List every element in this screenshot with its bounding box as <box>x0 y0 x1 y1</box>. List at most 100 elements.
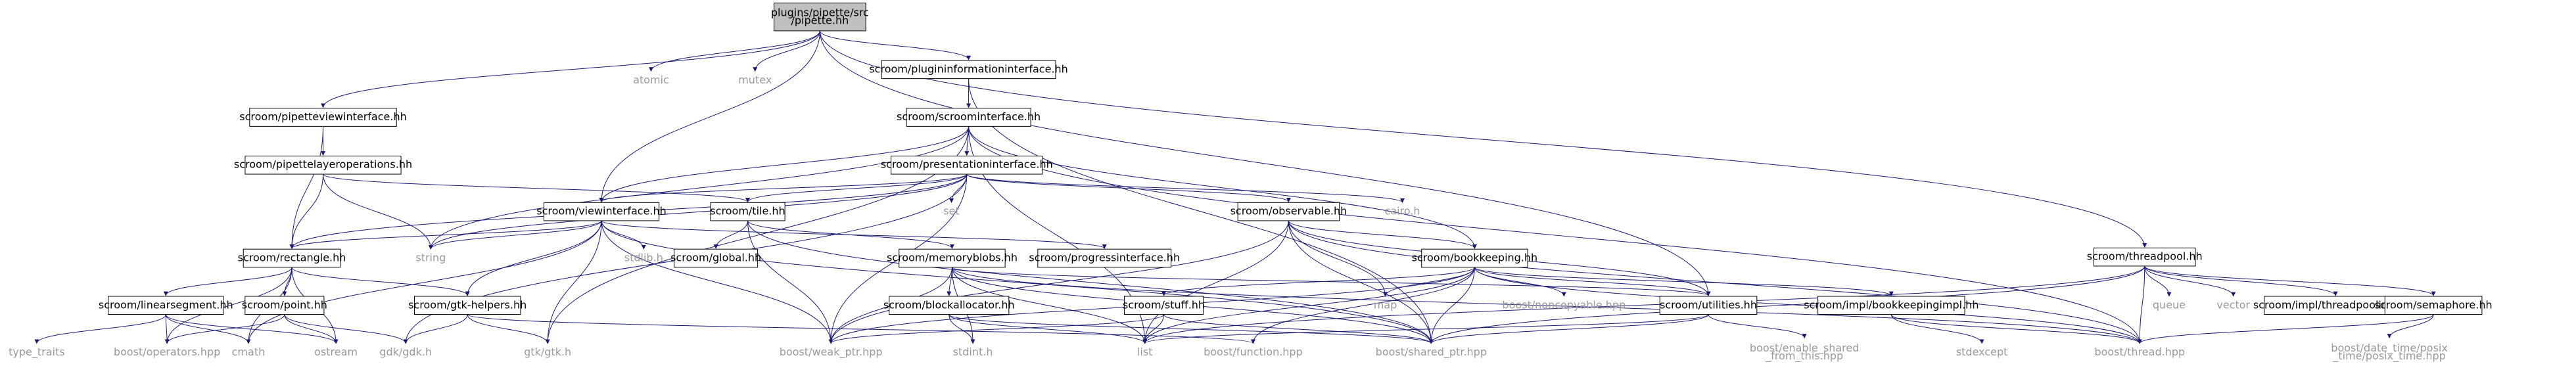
graph-node-boostthread: boost/thread.hpp <box>2094 346 2185 358</box>
edge-viewinterface-to-rectangle <box>289 220 602 249</box>
node-label: scroom/bookkeeping.hh <box>1412 251 1538 263</box>
node-box <box>1237 202 1340 221</box>
graph-node-bookkeeping[interactable]: scroom/bookkeeping.hh <box>1412 248 1538 268</box>
node-label: list <box>1137 346 1153 358</box>
graph-node-noncopyable: boost/noncopyable.hpp <box>1502 298 1626 311</box>
graph-node-plugininfo[interactable]: scroom/plugininformationinterface.hh <box>869 60 1068 80</box>
node-label: stdexcept <box>1956 346 2008 358</box>
graph-node-threadpool[interactable]: scroom/threadpool.hh <box>2087 247 2203 267</box>
node-box <box>243 248 341 268</box>
graph-node-set: set <box>943 205 959 217</box>
graph-node-enableshared: boost/enable_shared_from_this.hpp <box>1750 342 1859 363</box>
graph-node-stdlib: stdlib.h <box>624 251 663 263</box>
node-label: stdint.h <box>953 346 993 358</box>
edge-bookkeeping-to-sharedptr <box>1428 267 1475 344</box>
edge-bookkeeping-to-boostthread <box>1474 267 2142 344</box>
graph-node-tile[interactable]: scroom/tile.hh <box>710 202 785 221</box>
graph-node-viewinterface[interactable]: scroom/viewinterface.hh <box>536 202 667 221</box>
edge-pipetteview-to-rectangle <box>289 126 324 249</box>
node-box <box>674 248 759 268</box>
edge-presentation-to-cairo <box>966 173 1405 203</box>
graph-node-semaphore[interactable]: scroom/semaphore.hh <box>2375 296 2493 315</box>
graph-node-map: map <box>1374 298 1397 311</box>
node-label: boost/enable_shared <box>1750 342 1859 355</box>
node-label: gtk/gtk.h <box>524 346 571 358</box>
edge-point-to-ostream <box>284 314 339 344</box>
node-box <box>543 202 660 221</box>
edge-bookkeeping-to-bookkeepingimpl <box>1474 267 1894 296</box>
edge-threadpool-to-semaphore <box>2144 265 2436 296</box>
edge-tile-to-weakptr <box>747 220 833 344</box>
graph-node-pipette[interactable]: plugins/pipette/src/pipette.hh <box>771 3 869 32</box>
edge-bookkeepingimpl-to-boostthread <box>1890 314 2142 344</box>
graph-node-bookkeepingimpl[interactable]: scroom/impl/bookkeepingimpl.hh <box>1804 296 1979 315</box>
node-label: boost/shared_ptr.hpp <box>1376 346 1487 359</box>
node-box <box>249 108 397 127</box>
graph-node-global[interactable]: scroom/global.hh <box>670 248 761 268</box>
node-label: boost/noncopyable.hpp <box>1502 298 1626 311</box>
graph-node-observable[interactable]: scroom/observable.hh <box>1230 202 1347 221</box>
graph-node-posixtime: boost/date_time/posix_time/posix_time.hp… <box>2331 342 2448 363</box>
edge-pipette-to-viewinterface <box>599 30 820 203</box>
edge-tile-to-memoryblobs <box>747 220 954 249</box>
node-box <box>1123 296 1204 315</box>
graph-node-gtkhelpers[interactable]: scroom/gtk-helpers.hh <box>408 296 527 315</box>
edge-threadpool-to-queue <box>2144 265 2172 297</box>
edge-utilities-to-sharedptr <box>1428 314 1709 344</box>
node-label: scroom/observable.hh <box>1230 205 1347 217</box>
graph-node-blockallocator[interactable]: scroom/blockallocator.hh <box>883 296 1015 315</box>
graph-node-gdk: gdk/gdk.h <box>379 346 432 358</box>
graph-node-string: string <box>415 251 446 263</box>
graph-node-stuff[interactable]: scroom/stuff.hh <box>1123 296 1205 315</box>
edge-point-to-operators <box>164 314 285 344</box>
edge-tile-to-sharedptr <box>747 220 1434 344</box>
node-box <box>1817 296 1965 315</box>
graph-node-presentation[interactable]: scroom/presentationinterface.hh <box>881 155 1053 175</box>
edge-gtkhelpers-to-function <box>467 314 1255 344</box>
node-label: scroom/utilities.hh <box>1660 298 1757 311</box>
edge-bookkeepingimpl-to-stdexcept <box>1890 314 1984 344</box>
graph-node-utilities[interactable]: scroom/utilities.hh <box>1659 296 1758 315</box>
graph-node-stdint: stdint.h <box>953 346 993 358</box>
node-label: scroom/progressinterface.hh <box>1029 251 1180 263</box>
edge-scroominterface-to-viewinterface <box>599 126 970 203</box>
graph-node-pipetteview[interactable]: scroom/pipetteviewinterface.hh <box>239 108 407 127</box>
edge-pipette-to-plugininfo <box>819 30 972 60</box>
graph-node-pipettelayerops[interactable]: scroom/pipettelayeroperations.hh <box>234 155 412 175</box>
node-label: boost/operators.hpp <box>114 346 220 358</box>
graph-node-sharedptr: boost/shared_ptr.hpp <box>1376 346 1487 359</box>
graph-node-linearsegment[interactable]: scroom/linearsegment.hh <box>99 296 233 315</box>
node-label: scroom/stuff.hh <box>1123 298 1205 311</box>
node-box <box>881 60 1056 80</box>
node-label: cairo.h <box>1385 205 1420 217</box>
node-label: stdlib.h <box>624 251 663 263</box>
node-label: queue <box>2153 298 2186 311</box>
node-box <box>108 296 224 315</box>
node-label: scroom/pipettelayeroperations.hh <box>234 158 412 171</box>
edge-gtkhelpers-to-gtk <box>467 314 550 344</box>
edge-pipette-to-atomic <box>649 30 820 72</box>
graph-node-operators: boost/operators.hpp <box>114 346 220 358</box>
node-label: scroom/plugininformationinterface.hh <box>869 62 1067 75</box>
graph-node-point[interactable]: scroom/point.hh <box>242 296 327 315</box>
edge-bookkeeping-to-list <box>1142 267 1475 344</box>
edge-presentation-to-string <box>428 174 968 250</box>
edge-linearsegment-to-cmath <box>165 314 251 344</box>
node-label: scroom/threadpool.hh <box>2087 250 2203 263</box>
graph-node-list: list <box>1137 346 1153 358</box>
node-label: string <box>415 251 446 263</box>
graph-node-threadpoolimpl[interactable]: scroom/impl/threadpoolimpl.hh <box>2253 296 2418 315</box>
edge-rectangle-to-linearsegment <box>163 267 293 296</box>
graph-node-memoryblobs[interactable]: scroom/memoryblobs.hh <box>887 248 1018 268</box>
node-box <box>413 296 521 315</box>
graph-node-progress[interactable]: scroom/progressinterface.hh <box>1029 248 1180 268</box>
edge-bookkeeping-to-stuff <box>1161 267 1475 296</box>
graph-node-scroominterface[interactable]: scroom/scroominterface.hh <box>897 108 1041 127</box>
node-label: scroom/global.hh <box>670 251 761 263</box>
edge-linearsegment-to-operators <box>164 314 170 344</box>
edge-gtkhelpers-to-gdk <box>403 314 468 344</box>
graph-node-rectangle[interactable]: scroom/rectangle.hh <box>238 248 346 268</box>
edge-observable-to-boostthread <box>1288 220 2142 344</box>
node-label: /pipette.hh <box>791 14 849 26</box>
